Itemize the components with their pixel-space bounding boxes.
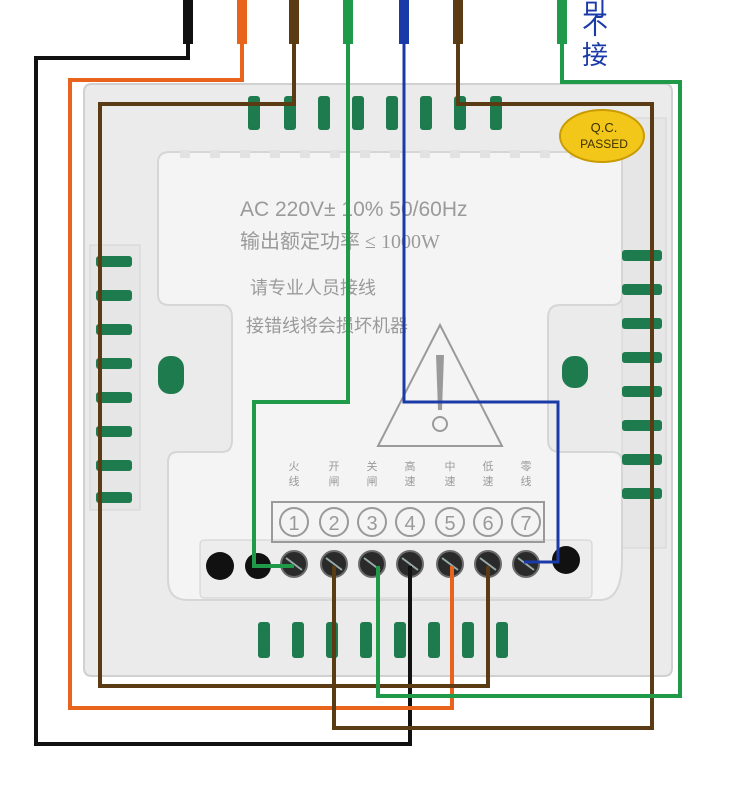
terminal-screw-slot-2 [325, 557, 343, 571]
terminal-label-top-6: 低 [483, 460, 494, 473]
note-char-1: 可 [582, 0, 608, 22]
qc-line2: PASSED [580, 137, 628, 151]
terminal-label-top-4: 高 [405, 459, 416, 473]
note-char-3: 接 [582, 40, 608, 70]
qc-line1: Q.C. [591, 120, 618, 135]
top-vents [248, 96, 502, 130]
terminal-label-top-7: 零 [521, 460, 532, 473]
terminal-number-3: 3 [366, 513, 377, 535]
terminal-label-top-5: 中 [445, 460, 456, 473]
device-body [83, 83, 673, 677]
wire-green-a-lead [343, 0, 353, 44]
terminal-label-top-1: 火 [289, 461, 300, 473]
right-side-block [621, 117, 667, 549]
terminal-screw-slot-7 [517, 557, 535, 571]
terminal-label-bottom-7: 线 [521, 474, 532, 488]
terminal-number-7: 7 [520, 513, 531, 535]
qc-passed-badge: Q.C. PASSED [559, 109, 645, 163]
wire-brown-a [98, 44, 490, 688]
terminal-number-circle-4 [395, 507, 425, 537]
terminal-number-2: 2 [328, 513, 339, 535]
terminal-numbers: 1 2 3 4 5 6 7 [279, 507, 541, 537]
terminal-number-circle-1 [279, 507, 309, 537]
terminal-number-6: 6 [482, 513, 493, 535]
terminal-label-bottom-6: 速 [483, 475, 494, 488]
terminal-number-circle-6 [473, 507, 503, 537]
terminal-number-5: 5 [444, 513, 455, 535]
terminal-number-circle-2 [319, 507, 349, 537]
terminal-screw-slot-4 [401, 557, 419, 571]
wire-green-b-lead [557, 0, 567, 44]
terminal-number-circle-3 [357, 507, 387, 537]
wire-orange-lead [237, 0, 247, 44]
wire-brown-b [332, 44, 654, 730]
terminal-label-bottom-3: 闸 [367, 475, 378, 488]
wire-black-lead [183, 0, 193, 44]
screw-row [280, 550, 540, 578]
wire-brown-b-lead [453, 0, 463, 44]
terminal-label-bottom-4: 速 [405, 475, 416, 488]
terminal-label-top-3: 关 [367, 459, 378, 473]
terminal-label-bottom-1: 线 [289, 474, 300, 488]
wire-green-b [376, 44, 682, 698]
terminal-number-4: 4 [404, 513, 415, 535]
raised-center-plate [157, 151, 623, 601]
side-hole-left [206, 552, 234, 580]
rating-text: AC 220V± 10% 50/60Hz [240, 198, 468, 221]
terminal-number-circle-7 [511, 507, 541, 537]
wire-blue [402, 44, 560, 564]
terminal-number-1: 1 [288, 513, 299, 535]
note-char-2: 不 [582, 10, 608, 40]
terminal-label-bottom-5: 速 [445, 475, 456, 488]
terminal-label-top-2: 开 [329, 461, 340, 473]
wires [34, 0, 682, 746]
terminal-number-circle-5 [435, 507, 465, 537]
wire-blue-lead [399, 0, 409, 44]
terminal-screw-slot-6 [479, 557, 497, 571]
wire-brown-a-lead [289, 0, 299, 44]
side-hole-right [552, 546, 580, 574]
mount-slot-right [562, 356, 588, 388]
left-vents [96, 256, 132, 503]
bottom-vents [258, 622, 508, 658]
warning-line-1: 请专业人员接线 [250, 278, 376, 298]
mount-slot-left [158, 356, 184, 394]
warning-triangle-icon [376, 322, 504, 447]
power-text: 输出额定功率 ≤ 1000W [240, 230, 440, 253]
top-crenellations [180, 150, 580, 158]
wire-green-a [252, 44, 350, 568]
terminal-screw-slot-5 [441, 557, 459, 571]
terminal-number-frame [271, 501, 545, 543]
terminal-label-bottom-2: 闸 [329, 475, 340, 488]
warning-line-2: 接错线将会损坏机器 [246, 316, 408, 336]
optional-note: 可 不 接 [582, 0, 608, 70]
